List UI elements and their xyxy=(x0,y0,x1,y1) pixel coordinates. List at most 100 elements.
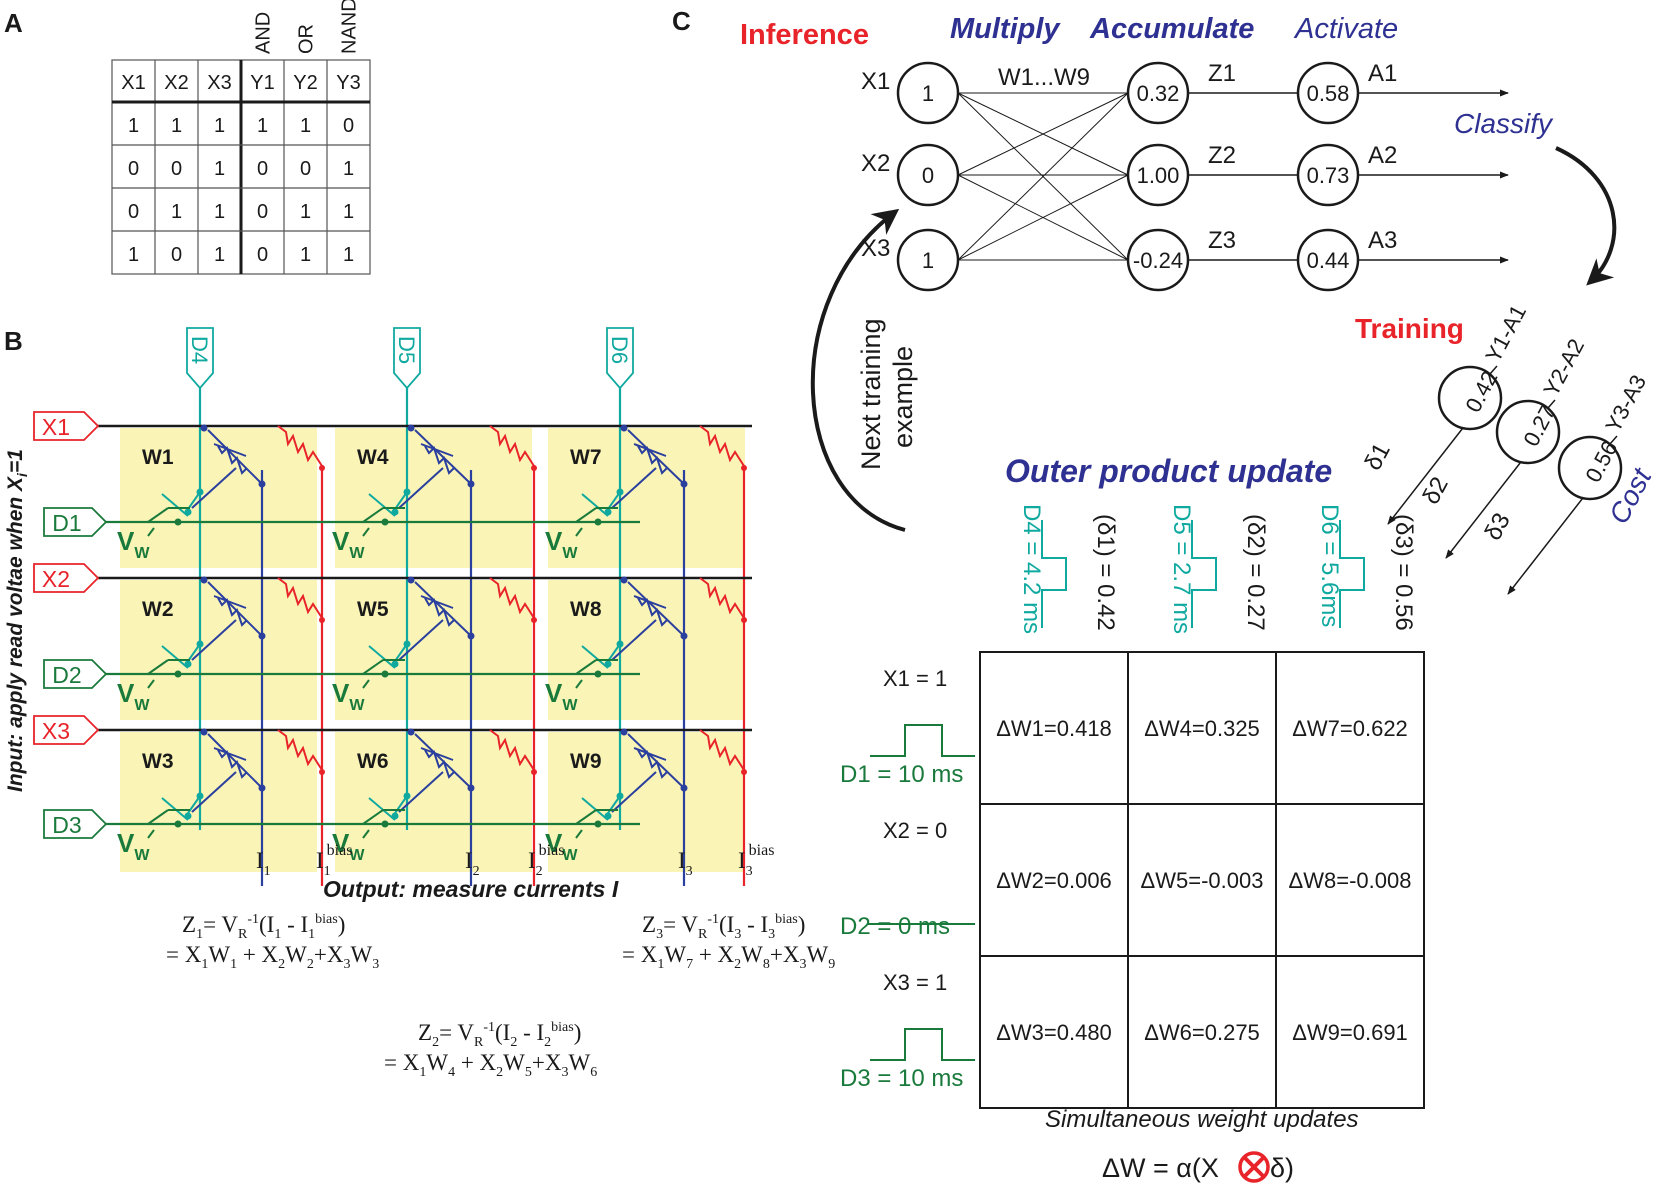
memristor-gate xyxy=(633,443,667,457)
equation-part: 2 xyxy=(432,1035,439,1050)
drive-row-flag xyxy=(43,507,108,537)
teal-switch xyxy=(581,493,609,517)
equation-part: ) xyxy=(338,912,346,937)
equation-part: W xyxy=(350,942,372,967)
junction-dot xyxy=(407,576,415,584)
drive-row-flag xyxy=(43,659,108,689)
vw-subscript: W xyxy=(562,697,578,714)
col-pulse-label: D6 = 5.6ms xyxy=(1316,504,1343,627)
update-footer: Simultaneous weight updates xyxy=(1045,1106,1359,1133)
equation-part: +X xyxy=(314,942,344,967)
table-cell: 1 xyxy=(300,115,311,137)
junction-dot xyxy=(407,728,415,736)
junction-dot xyxy=(594,820,602,828)
row-pulse-label: D2 = 0 ms xyxy=(840,913,950,940)
gate-label: NAND xyxy=(339,0,361,54)
equation-part: 3 xyxy=(656,927,663,942)
teal-switch xyxy=(368,645,396,669)
equation-part: (I xyxy=(259,912,274,937)
panel-letter-a: A xyxy=(4,8,23,38)
error-node xyxy=(1495,399,1561,465)
equation-z1-line2: = X1W1 + X2W2+X3W3 xyxy=(166,942,379,972)
delta-w-cell: ΔW6=0.275 xyxy=(1144,1020,1260,1045)
equation-part: Z xyxy=(642,912,656,937)
memristor-lead xyxy=(414,429,472,485)
panel-letter-c: C xyxy=(672,6,691,36)
vw-main: V xyxy=(545,678,563,708)
table-header-cell: Y1 xyxy=(250,72,274,94)
gate-link xyxy=(611,467,657,509)
memristor-lead xyxy=(627,429,685,485)
equation-part: - I xyxy=(281,912,308,937)
teal-switch xyxy=(368,797,396,821)
junction-dot xyxy=(258,784,266,792)
memristor-gate xyxy=(213,747,247,761)
bias-resistor xyxy=(489,425,535,467)
delta-arrow xyxy=(1445,457,1525,559)
table-cell: 1 xyxy=(343,244,354,266)
equation-part: 7 xyxy=(686,957,693,972)
junction-dot xyxy=(174,670,182,678)
vw-main: V xyxy=(332,526,350,556)
equation-part: Z xyxy=(418,1020,432,1045)
current-label: I1bias xyxy=(316,842,352,879)
junction-dot xyxy=(174,820,182,828)
weight-label: W2 xyxy=(142,598,174,621)
equation-part: bias xyxy=(775,912,798,927)
classify-to-training-arrow xyxy=(1555,146,1617,286)
input-node-value: 0 xyxy=(922,163,934,188)
bias-resistor xyxy=(699,425,745,467)
junction-dot xyxy=(407,424,415,432)
accumulate-heading: Accumulate xyxy=(1089,13,1254,45)
equation-part: + X xyxy=(693,942,734,967)
vw-label: VW xyxy=(545,828,578,864)
equation-part: 4 xyxy=(448,1065,455,1080)
gate-link xyxy=(191,467,237,509)
equation-part: R xyxy=(698,927,708,942)
equation-part: 2 xyxy=(734,957,741,972)
junction-dot xyxy=(531,465,537,471)
junction-dot xyxy=(381,518,389,526)
drive-col-flag-label: D6 xyxy=(607,336,632,364)
equation-part: 1 xyxy=(274,927,281,942)
teal-switch xyxy=(581,797,609,821)
vw-subscript: W xyxy=(134,847,150,864)
equation-part: W xyxy=(503,1050,525,1075)
equation-part: 2 xyxy=(496,1065,503,1080)
input-flag xyxy=(33,563,100,593)
sum-node-value: 1.00 xyxy=(1137,163,1180,188)
current-sup: bias xyxy=(327,842,353,859)
activation-node-label: A1 xyxy=(1368,60,1397,87)
col-pulse-waveform xyxy=(1191,520,1217,628)
weight-label: W8 xyxy=(570,598,602,621)
drive-row-flag xyxy=(43,809,108,839)
vw-label: VW xyxy=(545,678,578,714)
vw-arrow xyxy=(362,527,370,537)
drive-col-flag xyxy=(393,327,421,390)
vw-main: V xyxy=(117,526,135,556)
vw-arrow xyxy=(362,829,370,839)
current-label: I3 xyxy=(678,848,693,879)
col-delta-label: (δ2) = 0.27 xyxy=(1242,514,1269,631)
junction-dot xyxy=(620,728,628,736)
inference-heading: Inference xyxy=(740,19,869,51)
drive-col-flag xyxy=(186,327,214,390)
gate-link xyxy=(398,619,444,661)
equation-part: = V xyxy=(663,912,698,937)
junction-dot xyxy=(680,480,688,488)
teal-link xyxy=(392,795,408,817)
vw-arrow xyxy=(575,679,583,689)
equation-z2-line2: = X1W4 + X2W5+X3W6 xyxy=(384,1050,597,1080)
col-pulse-label: D5 = 2.7 ms xyxy=(1168,504,1195,634)
current-sup: bias xyxy=(539,842,565,859)
equation-part: = X xyxy=(166,942,202,967)
current-main: I xyxy=(256,848,264,873)
green-switch xyxy=(147,809,169,825)
drive-row-flag-label: D3 xyxy=(52,812,81,838)
vw-arrow xyxy=(575,829,583,839)
table-cell: 1 xyxy=(128,244,139,266)
equation-part: 2 xyxy=(510,1035,517,1050)
row-pulse-label: D3 = 10 ms xyxy=(840,1065,963,1092)
current-sub: 2 xyxy=(536,864,543,879)
green-switch xyxy=(362,809,384,825)
